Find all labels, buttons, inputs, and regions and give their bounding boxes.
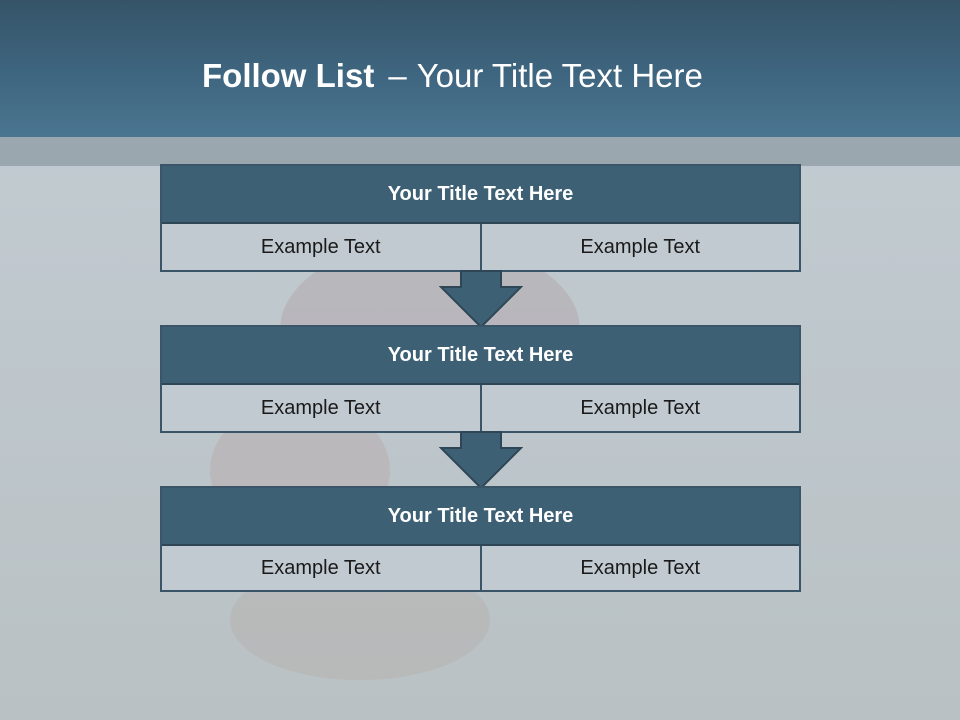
step-right-text: Example Text [479, 224, 799, 270]
slide-title-bold: Follow List [202, 57, 375, 94]
down-arrow-icon [439, 431, 523, 490]
step-title: Your Title Text Here [162, 327, 799, 385]
slide-title-rest: Your Title Text Here [416, 57, 703, 94]
step-left-text: Example Text [162, 546, 480, 590]
step-box-1: Your Title Text Here Example Text Exampl… [160, 164, 801, 272]
step-box-2: Your Title Text Here Example Text Exampl… [160, 325, 801, 433]
down-arrow-icon [439, 270, 523, 329]
step-box-3: Your Title Text Here Example Text Exampl… [160, 486, 801, 592]
step-left-text: Example Text [162, 385, 480, 431]
step-left-text: Example Text [162, 224, 480, 270]
step-right-text: Example Text [479, 385, 799, 431]
slide-title-separator: – [388, 57, 407, 94]
step-right-text: Example Text [479, 546, 799, 590]
step-title: Your Title Text Here [162, 166, 799, 224]
step-title: Your Title Text Here [162, 488, 799, 546]
slide-title: Follow List–Your Title Text Here [202, 54, 703, 98]
slide-header-band [0, 0, 960, 137]
header-strip [0, 137, 960, 166]
